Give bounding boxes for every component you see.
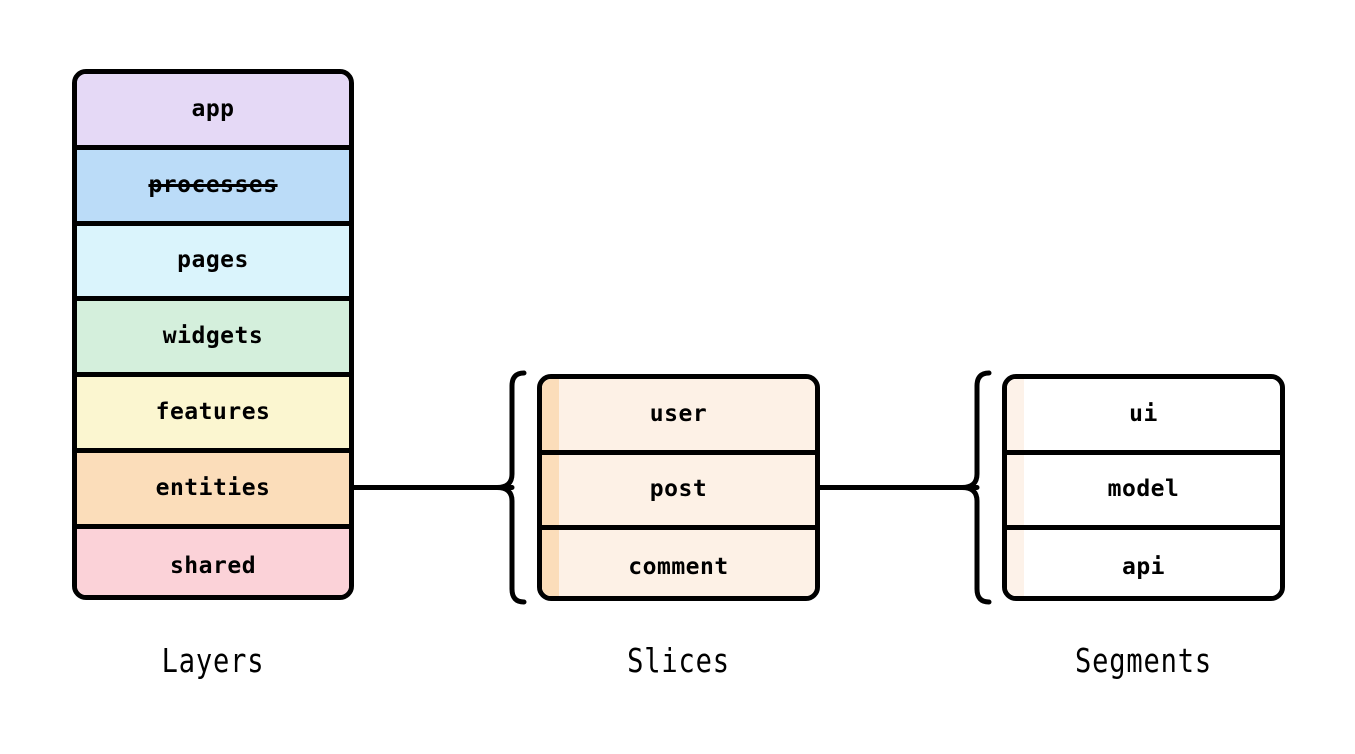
- slice-row-post[interactable]: post: [542, 454, 815, 531]
- row-accent-stripe: [542, 530, 559, 596]
- layers-stack: app processes pages widgets features ent…: [72, 69, 354, 600]
- layer-label-pages: pages: [177, 247, 249, 274]
- layer-label-app: app: [191, 95, 235, 122]
- layer-row-shared[interactable]: shared: [77, 528, 349, 595]
- slice-row-comment[interactable]: comment: [542, 530, 815, 596]
- slice-label-post: post: [649, 476, 708, 503]
- layer-row-features[interactable]: features: [77, 377, 349, 453]
- row-accent-stripe: [1007, 454, 1024, 526]
- connector-slices-to-segments: [818, 485, 970, 490]
- caption-segments: Segments: [1075, 640, 1212, 680]
- slices-bracket-icon: [491, 370, 528, 605]
- layer-row-processes[interactable]: processes: [77, 149, 349, 226]
- layer-row-pages[interactable]: pages: [77, 225, 349, 302]
- segment-label-ui: ui: [1129, 400, 1158, 427]
- slice-row-user[interactable]: user: [542, 379, 815, 455]
- layer-label-widgets: widgets: [162, 323, 264, 350]
- segment-row-ui[interactable]: ui: [1007, 379, 1280, 455]
- layer-row-entities[interactable]: entities: [77, 452, 349, 529]
- layer-row-widgets[interactable]: widgets: [77, 301, 349, 378]
- layer-label-processes: processes: [148, 171, 278, 198]
- segment-row-api[interactable]: api: [1007, 530, 1280, 596]
- segments-bracket-icon: [956, 370, 993, 605]
- caption-slices: Slices: [627, 640, 730, 680]
- segment-label-model: model: [1107, 476, 1180, 503]
- slice-label-comment: comment: [628, 554, 729, 581]
- caption-layers: Layers: [161, 640, 265, 680]
- segment-label-api: api: [1121, 554, 1166, 581]
- row-accent-stripe: [1007, 379, 1024, 450]
- layer-label-features: features: [155, 399, 271, 426]
- row-accent-stripe: [542, 379, 559, 450]
- layer-label-entities: entities: [155, 474, 271, 501]
- segment-row-model[interactable]: model: [1007, 454, 1280, 531]
- segments-stack: ui model api: [1002, 374, 1285, 601]
- slice-label-user: user: [649, 400, 708, 427]
- connector-layers-to-slices: [352, 485, 504, 490]
- row-accent-stripe: [1007, 530, 1024, 596]
- layer-row-app[interactable]: app: [77, 74, 349, 150]
- layer-label-shared: shared: [169, 553, 257, 580]
- slices-stack: user post comment: [537, 374, 820, 601]
- row-accent-stripe: [542, 454, 559, 526]
